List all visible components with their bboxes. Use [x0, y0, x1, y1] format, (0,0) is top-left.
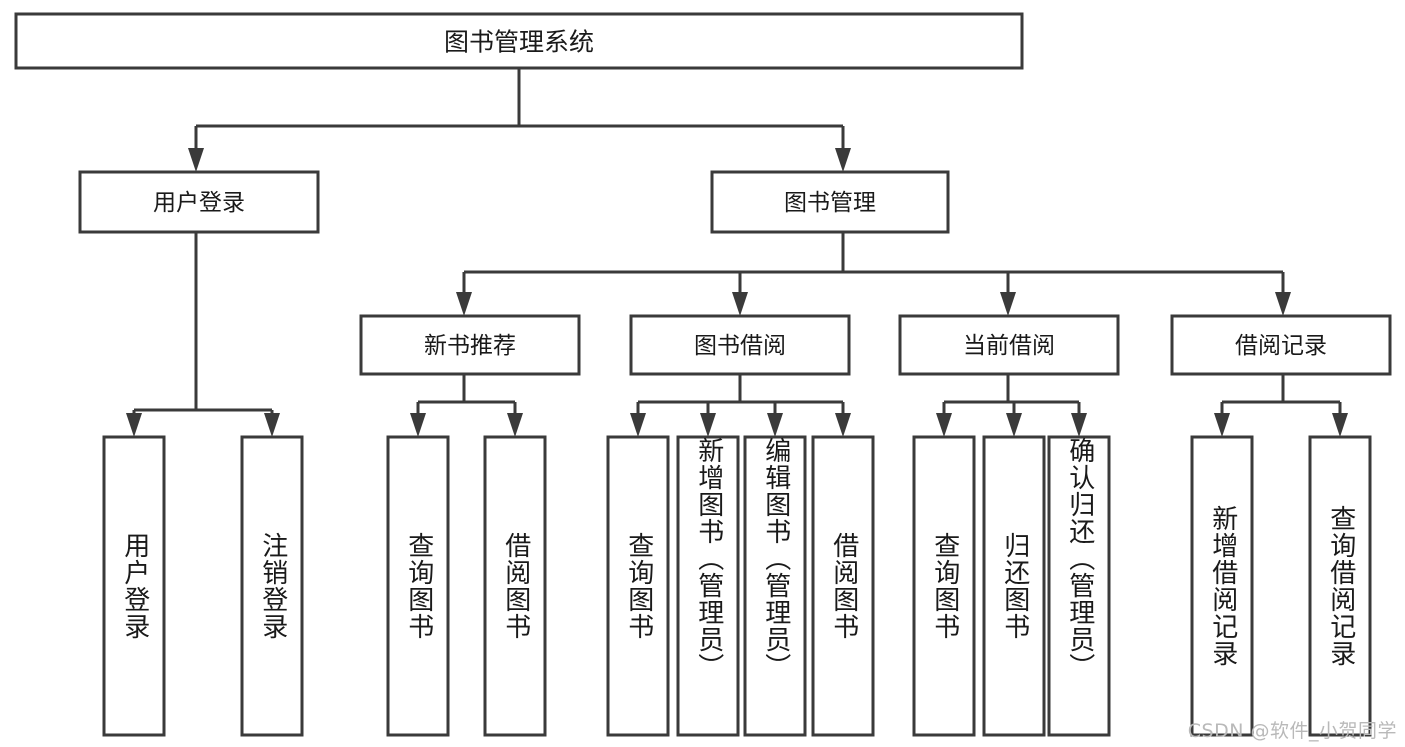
node-root[interactable]: 图书管理系统 — [14, 12, 1024, 70]
node-root-label: 图书管理系统 — [444, 28, 594, 57]
leaf-add-book-box[interactable] — [676, 435, 740, 737]
arrow-head-leaf-query-book-rec — [410, 413, 426, 437]
node-new-book-rec-box[interactable] — [359, 314, 581, 376]
leaf-edit-book-box[interactable] — [743, 435, 807, 737]
node-new-book-rec[interactable]: 新书推荐 — [359, 314, 581, 376]
arrow-head-leaf-return-book — [1006, 413, 1022, 437]
leaf-confirm-return-box[interactable] — [1047, 435, 1111, 737]
connector-group-book-borrow — [630, 374, 851, 437]
leaf-borrow-book-rec-box[interactable] — [483, 435, 547, 737]
arrow-head-leaf-confirm-return — [1071, 413, 1087, 437]
node-current-borrow[interactable]: 当前借阅 — [898, 314, 1120, 376]
connector-group-new-book-rec — [410, 374, 523, 437]
connector-group-borrow-record — [1214, 374, 1348, 437]
node-book-borrow[interactable]: 图书借阅 — [629, 314, 851, 376]
node-current-borrow-box[interactable] — [898, 314, 1120, 376]
arrow-head-borrow-record — [1275, 292, 1291, 316]
node-user-login-label: 用户登录 — [153, 190, 245, 216]
connector-group-current-borrow — [936, 374, 1087, 437]
arrow-head-book-borrow — [732, 292, 748, 316]
arrow-head-user-login — [188, 148, 204, 172]
leaf-query-book-cb-box[interactable] — [912, 435, 976, 737]
connector-group-user-login — [126, 232, 280, 437]
node-book-borrow-label: 图书借阅 — [694, 333, 786, 359]
leaf-user-login-box[interactable] — [102, 435, 166, 737]
arrow-head-book-manage — [835, 148, 851, 172]
node-borrow-record-label: 借阅记录 — [1235, 333, 1327, 359]
arrow-head-leaf-add-record — [1214, 413, 1230, 437]
arrow-head-leaf-query-record — [1332, 413, 1348, 437]
node-book-manage-label: 图书管理 — [784, 190, 876, 216]
arrow-head-leaf-borrow-book-bb — [835, 413, 851, 437]
connector-group-root — [188, 68, 851, 172]
node-borrow-record-box[interactable] — [1170, 314, 1392, 376]
node-borrow-record[interactable]: 借阅记录 — [1170, 314, 1392, 376]
arrow-head-leaf-query-book-bb — [630, 413, 646, 437]
node-book-manage[interactable]: 图书管理 — [710, 170, 950, 234]
arrow-head-leaf-user-login — [126, 413, 142, 437]
arrow-head-new-book-rec — [456, 292, 472, 316]
arrow-head-leaf-edit-book — [767, 413, 783, 437]
node-user-login-box[interactable] — [78, 170, 320, 234]
arrow-head-leaf-logout — [264, 413, 280, 437]
leaf-add-record-box[interactable] — [1190, 435, 1254, 737]
node-current-borrow-label: 当前借阅 — [963, 333, 1055, 359]
node-user-login[interactable]: 用户登录 — [78, 170, 320, 234]
arrow-head-current-borrow — [1000, 292, 1016, 316]
node-book-manage-box[interactable] — [710, 170, 950, 234]
arrow-head-leaf-borrow-book-rec — [507, 413, 523, 437]
connector-group-book-manage — [456, 232, 1291, 316]
arrow-head-leaf-query-book-cb — [936, 413, 952, 437]
leaf-borrow-book-bb-box[interactable] — [811, 435, 875, 737]
leaf-boxes — [102, 435, 1372, 737]
arrow-head-leaf-add-book — [700, 413, 716, 437]
leaf-logout-box[interactable] — [240, 435, 304, 737]
node-book-borrow-box[interactable] — [629, 314, 851, 376]
leaf-query-book-rec-box[interactable] — [386, 435, 450, 737]
leaf-query-record-box[interactable] — [1308, 435, 1372, 737]
leaf-return-book-box[interactable] — [982, 435, 1046, 737]
node-root-box[interactable] — [14, 12, 1024, 70]
leaf-query-book-bb-box[interactable] — [606, 435, 670, 737]
node-new-book-rec-label: 新书推荐 — [424, 333, 516, 359]
